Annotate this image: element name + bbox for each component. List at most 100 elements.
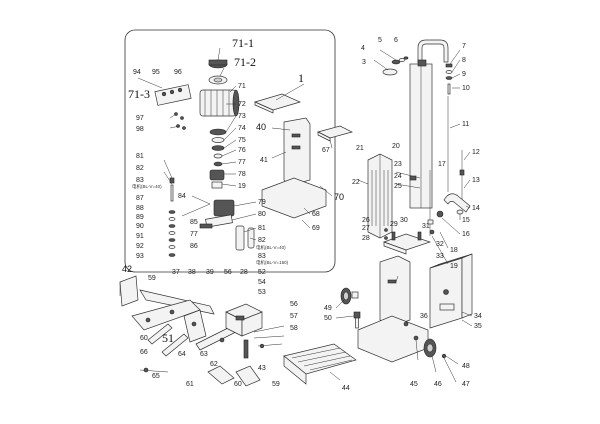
callout-18: 18: [450, 247, 458, 254]
callout-44: 44: [342, 385, 350, 392]
callout-29: 29: [390, 221, 398, 228]
callout-49: 49: [324, 305, 332, 312]
callout-92: 92: [136, 243, 144, 250]
callout-77-bottom: 77: [190, 231, 198, 238]
callout-24: 24: [394, 173, 402, 180]
callout-71-1: 71-1: [232, 36, 254, 50]
bracket-42: [119, 275, 139, 307]
callout-21: 21: [356, 145, 364, 152]
callout-14: 14: [472, 205, 480, 212]
leader-lines: [137, 47, 473, 383]
handle-part: [417, 39, 449, 63]
callout-38: 38: [188, 269, 196, 276]
inset-column-part: [261, 117, 327, 219]
callout-32: 32: [436, 241, 444, 248]
callout-84: 84: [178, 193, 186, 200]
pedal-59-60-61: [139, 365, 261, 387]
callout-31: 31: [422, 223, 430, 230]
callout-90: 90: [136, 223, 144, 230]
callout-34: 34: [474, 313, 482, 320]
clamp-block-52-55: [225, 303, 263, 337]
callout-45: 45: [410, 381, 418, 388]
callout-19-right: 19: [450, 263, 458, 270]
callout-71: 71: [238, 83, 246, 90]
motor-fan-part: [208, 75, 228, 85]
callout-97: 97: [136, 115, 144, 122]
sleeve-part-20-22: [367, 153, 393, 239]
callout-81-top: 81: [136, 153, 144, 160]
switch-box-part: [154, 84, 192, 106]
callout-80: 80: [258, 211, 266, 218]
callout-95: 95: [152, 69, 160, 76]
callout-33: 33: [436, 253, 444, 260]
callout-37: 37: [172, 269, 180, 276]
valve-block-part: [181, 199, 255, 251]
callout-78: 78: [238, 171, 246, 178]
wheel-part-49: [340, 287, 359, 305]
callout-53: 53: [258, 289, 266, 296]
frame-part-33-35: [429, 253, 473, 329]
callout-39: 39: [206, 269, 214, 276]
note-motor-a: 电机(BL-V=40): [132, 183, 162, 190]
callout-88: 88: [136, 205, 144, 212]
callout-5: 5: [378, 37, 382, 44]
callout-6: 6: [394, 37, 398, 44]
callout-83-top: 83: [136, 177, 144, 184]
callout-89: 89: [136, 214, 144, 221]
callout-19-inset: 19: [238, 183, 246, 190]
lower-column-base: [357, 255, 429, 363]
callout-63: 63: [200, 351, 208, 358]
callout-74: 74: [238, 125, 246, 132]
inset-frame: [124, 29, 336, 273]
callout-81-bottom: 81: [258, 225, 266, 232]
callout-98: 98: [136, 126, 144, 133]
callout-17: 17: [438, 161, 446, 168]
callout-50: 50: [324, 315, 332, 322]
callout-42: 42: [122, 264, 132, 274]
callout-61: 61: [186, 381, 194, 388]
callout-58: 58: [290, 325, 298, 332]
callout-96: 96: [174, 69, 182, 76]
callout-28-lower: 28: [240, 269, 248, 276]
callout-1: 1: [298, 71, 304, 85]
callout-86: 86: [190, 243, 198, 250]
callout-10: 10: [462, 85, 470, 92]
callout-60-bottom: 60: [234, 381, 242, 388]
callout-27: 27: [362, 225, 370, 232]
callout-20: 20: [392, 143, 400, 150]
blade-assembly-part: [131, 289, 215, 331]
callout-46: 46: [434, 381, 442, 388]
callout-26: 26: [362, 217, 370, 224]
plate-part-67: [317, 125, 353, 142]
callout-labels: 71-1 71-2 71-3 71 94 95 96 97 98 72 73 7…: [122, 36, 482, 392]
callout-82-top: 82: [136, 165, 144, 172]
callout-7: 7: [462, 43, 466, 50]
plate-part-1: [253, 93, 302, 114]
callout-47: 47: [462, 381, 470, 388]
callout-60-left: 60: [140, 335, 148, 342]
callout-8: 8: [462, 57, 466, 64]
callout-23: 23: [394, 161, 402, 168]
callout-94: 94: [133, 69, 141, 76]
note-motor-b: 电机(BL-V=40): [256, 244, 286, 251]
rods-56-58: [253, 325, 285, 349]
callout-83-bottom: 83: [258, 253, 266, 260]
callout-9: 9: [462, 71, 466, 78]
callout-72: 72: [238, 101, 246, 108]
bolt-50: [353, 311, 361, 329]
callout-16: 16: [462, 231, 470, 238]
motor-body-part: [199, 89, 240, 117]
callout-13: 13: [472, 177, 480, 184]
callout-51: 51: [162, 331, 174, 345]
callout-91: 91: [136, 233, 144, 240]
callout-4: 4: [361, 45, 365, 52]
callout-87: 87: [136, 195, 144, 202]
bracket-parts-26-33: [382, 228, 435, 255]
callout-69: 69: [312, 225, 320, 232]
pins-7-10: [445, 63, 453, 95]
callout-67: 67: [322, 147, 330, 154]
callout-25: 25: [394, 183, 402, 190]
callout-66: 66: [140, 349, 148, 356]
callout-75: 75: [238, 137, 246, 144]
